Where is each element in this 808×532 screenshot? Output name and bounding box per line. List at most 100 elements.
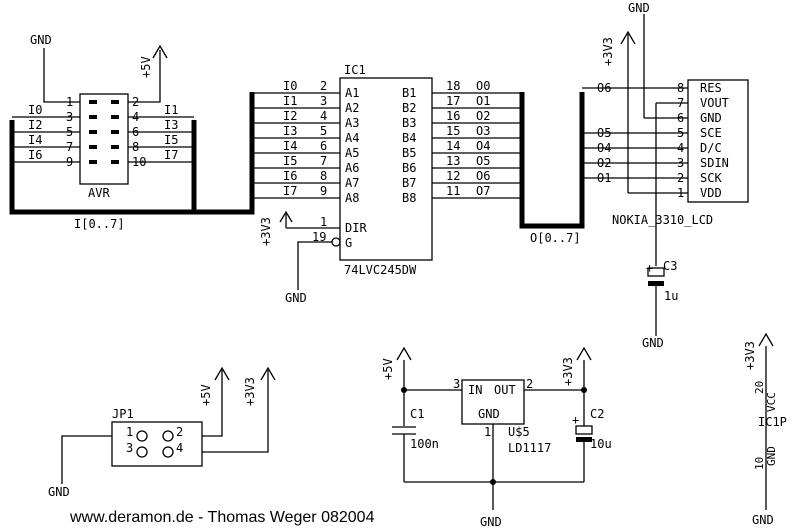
ic1-g: G	[345, 236, 352, 250]
ic1-net-a5: I4	[283, 139, 297, 153]
ic1p-ref: IC1P	[758, 415, 787, 429]
lcd-net-sck: O1	[597, 171, 611, 185]
lcd-num-5: 5	[677, 126, 684, 140]
lcd-gnd-label: GND	[628, 1, 650, 15]
lcd-pin-gnd: GND	[700, 111, 722, 125]
ic1p-gnd: GND	[765, 446, 778, 466]
avr-5v-label: +5V	[139, 56, 153, 78]
avr-net-i4: I4	[28, 133, 42, 147]
lcd-pin-dc: D/C	[700, 141, 722, 155]
ic1-pin-11: 11	[446, 184, 460, 198]
lcd-pin-vout: VOUT	[700, 96, 729, 110]
avr-pin-2: 2	[132, 95, 139, 109]
ic1-pin-17: 17	[446, 94, 460, 108]
jp1-pin-1: 1	[126, 425, 133, 439]
avr-net-i2: I2	[28, 118, 42, 132]
ic1p-pin-gnd: 10	[753, 457, 766, 470]
ic1-net-b2: O1	[476, 94, 490, 108]
ic1-pin-19: 19	[312, 230, 326, 244]
ic1p-power: +3V3 20 VCC IC1P 10 GND GND	[743, 332, 787, 527]
avr-net-i3: I3	[164, 118, 178, 132]
lcd-net-dc: O4	[597, 141, 611, 155]
footer-credit: www.deramon.de - Thomas Weger 082004	[69, 509, 375, 526]
ic1-b2: B2	[402, 101, 416, 115]
ic1-pin-15: 15	[446, 124, 460, 138]
reg-pin-in: 3	[453, 377, 460, 391]
avr-net-i1: I1	[164, 103, 178, 117]
avr-gnd-label: GND	[30, 33, 52, 47]
c3-capacitor: + C3 1u GND	[642, 259, 678, 350]
ic1-b5: B5	[402, 146, 416, 160]
ic1-pin-7: 7	[320, 154, 327, 168]
lcd-net-res: O6	[597, 81, 611, 95]
ic1-dir: DIR	[345, 221, 367, 235]
c2-ref: C2	[590, 407, 604, 421]
ic1-dir-3v3-label: +3V3	[259, 217, 273, 246]
ic1p-gnd-label: GND	[752, 513, 774, 527]
c3-ref: C3	[663, 259, 677, 273]
ic1-a7: A7	[345, 176, 359, 190]
ic1-net-a7: I6	[283, 169, 297, 183]
lcd-num-7: 7	[677, 96, 684, 110]
ic1-pin-16: 16	[446, 109, 460, 123]
reg-in: IN	[468, 383, 482, 397]
ic1-b4: B4	[402, 131, 416, 145]
ic1-pin-8: 8	[320, 169, 327, 183]
lcd-3v3-label: +3V3	[601, 37, 615, 66]
c3-value: 1u	[664, 289, 678, 303]
lcd-pin-res: RES	[700, 81, 722, 95]
lcd-value: NOKIA_3310_LCD	[612, 213, 713, 227]
c3-gnd-label: GND	[642, 336, 664, 350]
o-bus-label: O[0..7]	[530, 231, 581, 245]
ic1-ref: IC1	[344, 63, 366, 77]
lcd-num-8: 8	[677, 81, 684, 95]
ic1-a5: A5	[345, 146, 359, 160]
i-bus-label: I[0..7]	[74, 217, 125, 231]
ic1-b7: B7	[402, 176, 416, 190]
avr-pin-1: 1	[66, 95, 73, 109]
nokia-lcd: NOKIA_3310_LCD GND +3V3 RES VOUT GND SCE…	[582, 1, 749, 350]
ic1-g-gnd-label: GND	[285, 291, 307, 305]
reg-gnd: GND	[478, 407, 500, 421]
c1-value: 100n	[410, 437, 439, 451]
ic1p-vcc: VCC	[765, 392, 778, 412]
ic1-pin-4: 4	[320, 109, 327, 123]
o-bus	[519, 92, 585, 229]
avr-net-i0: I0	[28, 103, 42, 117]
c2-value: 10u	[590, 437, 612, 451]
reg-value: LD1117	[508, 441, 551, 455]
ic1-pin-18: 18	[446, 79, 460, 93]
ic1-transceiver: IC1 74LVC245DW I0 I1 I2 I3 I	[252, 63, 585, 305]
ic1-b1: B1	[402, 86, 416, 100]
jp1-pin-4: 4	[176, 441, 183, 455]
avr-net-i7: I7	[164, 148, 178, 162]
reg-pin-gnd: 1	[484, 425, 491, 439]
reg-gnd-label: GND	[480, 515, 502, 529]
ic1-value: 74LVC245DW	[344, 263, 417, 277]
lcd-pin-sdin: SDIN	[700, 156, 729, 170]
jp1-jumper: JP1 1 2 3 4 GND +5V +3V3	[48, 366, 276, 499]
regulator: +5V C1 100n IN OUT GND 3 2 1 U$5 LD1117 …	[381, 346, 612, 529]
avr-name: AVR	[88, 186, 110, 200]
ic1-a8: A8	[345, 191, 359, 205]
ic1-pin-13: 13	[446, 154, 460, 168]
ic1-a4: A4	[345, 131, 359, 145]
c3-plus: +	[646, 261, 653, 275]
ic1-net-a4: I3	[283, 124, 297, 138]
ic1-pin-12: 12	[446, 169, 460, 183]
ic1-net-b3: O2	[476, 109, 490, 123]
reg-ref: U$5	[508, 425, 530, 439]
lcd-pin-sce: SCE	[700, 126, 722, 140]
reg-out: OUT	[494, 383, 516, 397]
ic1-a3: A3	[345, 116, 359, 130]
ic1-net-b6: O5	[476, 154, 490, 168]
ic1-pin-9: 9	[320, 184, 327, 198]
ic1p-3v3-label: +3V3	[743, 341, 757, 370]
jp1-gnd-label: GND	[48, 485, 70, 499]
ic1-net-b8: O7	[476, 184, 490, 198]
ic1-pin-6: 6	[320, 139, 327, 153]
jp1-pin-2: 2	[176, 425, 183, 439]
ic1-net-b4: O3	[476, 124, 490, 138]
ic1-pin-5: 5	[320, 124, 327, 138]
